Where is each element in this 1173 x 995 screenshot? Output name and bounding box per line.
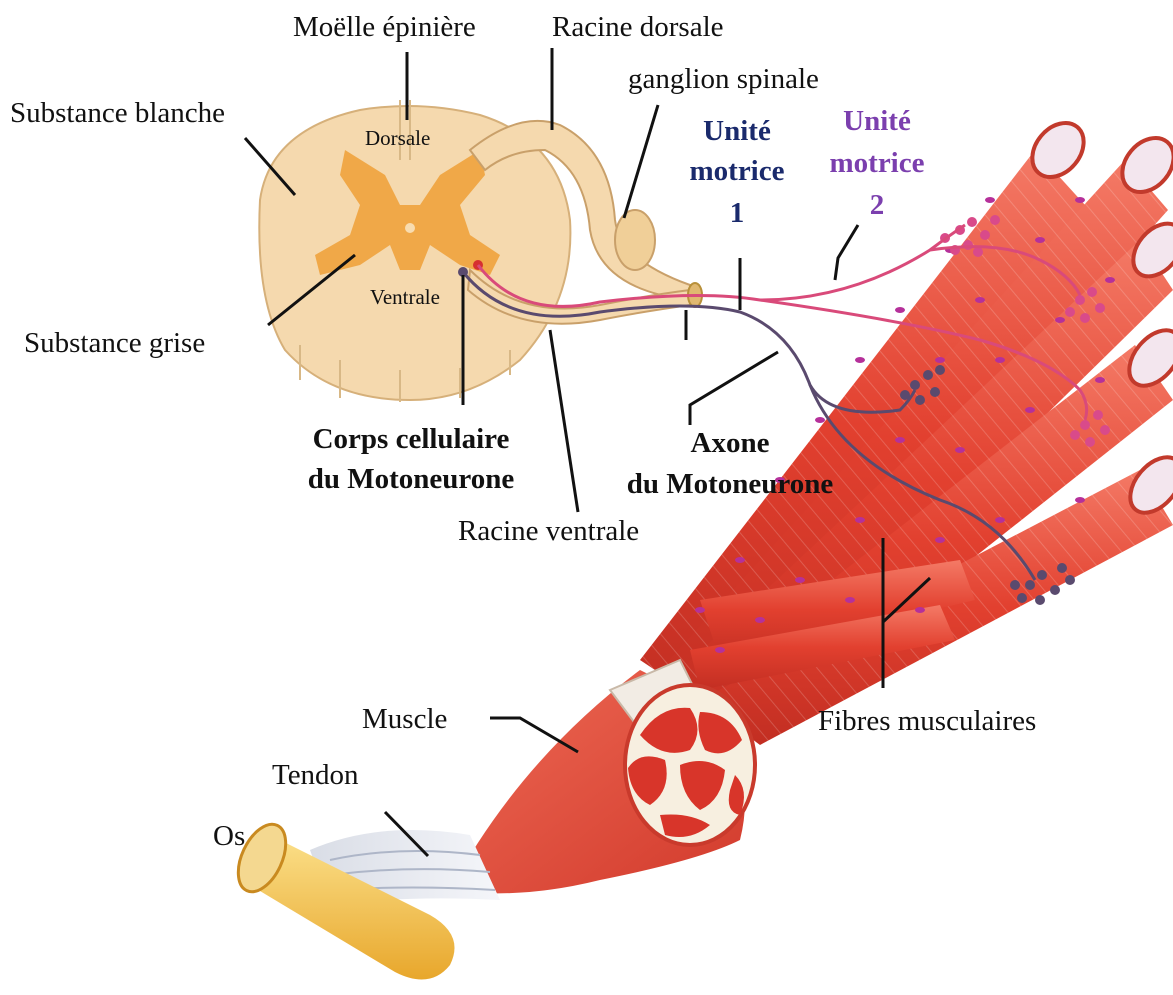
label-tendon: Tendon bbox=[272, 759, 359, 791]
label-axone-line2: du Motoneurone bbox=[627, 468, 834, 500]
muscle-cross-section bbox=[625, 685, 755, 845]
label-moelle: Moëlle épinière bbox=[293, 11, 476, 43]
label-ventrale: Ventrale bbox=[370, 285, 440, 309]
label-racine-ventrale: Racine ventrale bbox=[458, 515, 639, 547]
label-dorsale: Dorsale bbox=[365, 126, 430, 150]
label-substance-grise: Substance grise bbox=[24, 327, 205, 359]
label-unite1-line2: motrice bbox=[690, 155, 785, 187]
label-axone-line1: Axone bbox=[691, 427, 770, 459]
label-unite2-line1: Unité bbox=[843, 105, 911, 137]
label-os: Os bbox=[213, 820, 245, 852]
label-unite1-line1: Unité bbox=[703, 115, 771, 147]
label-corps-line2: du Motoneurone bbox=[308, 463, 515, 495]
label-ganglion: ganglion spinale bbox=[628, 63, 819, 95]
label-fibres: Fibres musculaires bbox=[818, 705, 1036, 737]
label-unite1-line3: 1 bbox=[730, 197, 745, 229]
label-corps-line1: Corps cellulaire bbox=[313, 423, 510, 455]
label-muscle: Muscle bbox=[362, 703, 447, 735]
label-unite2-line3: 2 bbox=[870, 189, 885, 221]
label-unite2-line2: motrice bbox=[830, 147, 925, 179]
label-substance-blanche: Substance blanche bbox=[10, 97, 225, 129]
label-racine-dorsale: Racine dorsale bbox=[552, 11, 724, 43]
